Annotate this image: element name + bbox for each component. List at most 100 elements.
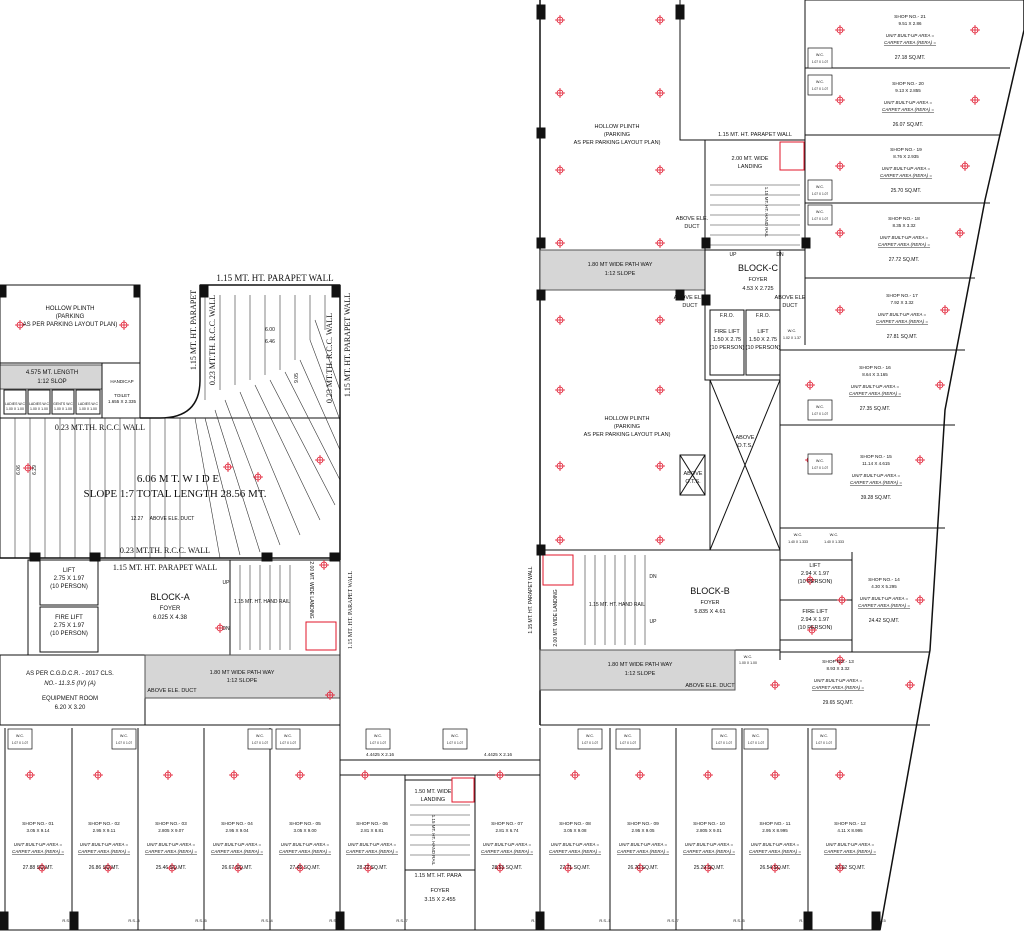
block-c-landing2: LANDING — [738, 164, 762, 170]
bottom-shop-8-size: 3.05 X 9.08 — [563, 828, 587, 833]
bottom-wc-6: W.C.1.07 X 1.07 — [442, 728, 468, 750]
block-b-dn: DN — [649, 574, 657, 580]
shop13-wc: W.C. — [744, 654, 753, 659]
block-b-fire-lift: FIRE LIFT — [802, 609, 828, 615]
right-shop-6-builtup: UNIT BUILT-UP AREA = — [851, 384, 900, 389]
right-shop-4-builtup: UNIT BUILT-UP AREA = — [880, 235, 929, 240]
toilet-label: TOILET — [114, 393, 130, 398]
block-b-lift-size: 2.94 X 1.97 — [801, 571, 829, 577]
handicap-label: HANDICAP — [110, 379, 133, 384]
block-a-hand-rail: 1.15 MT. HT. HAND RAIL — [234, 599, 290, 605]
right-wc-5: W.C.1.07 X 1.07 — [807, 399, 833, 421]
right-shop-1-builtup: UNIT BUILT-UP AREA = — [886, 33, 935, 38]
block-b-foyer-size: 5.835 X 4.61 — [694, 609, 725, 615]
column-marker — [805, 380, 815, 390]
bottom-shop-4-area: 26.67 SQ.MT. — [222, 865, 253, 871]
column-marker — [495, 863, 505, 873]
bottom-wc-1-label: W.C. — [16, 734, 24, 738]
bottom-wc-7-size: 1.07 X 1.07 — [582, 741, 599, 745]
column-marker — [915, 455, 925, 465]
bottom-shop-9-no: SHOP NO.- 09 — [627, 821, 659, 827]
block-a-foyer: FOYER — [160, 606, 181, 612]
bottom-dim-right: 4.4425 X 2.16 — [484, 752, 513, 757]
right-wc-5-size: 1.07 X 1.07 — [812, 412, 829, 416]
bottom-shop-1-size: 3.05 X 9.14 — [26, 828, 50, 833]
toilet-size: 1.655 X 2.335 — [108, 399, 137, 404]
block-c — [536, 0, 930, 726]
right-shop-7-no: SHOP NO.- 15 — [860, 454, 892, 460]
bottom-wc-9: W.C.1.07 X 1.07 — [711, 728, 737, 750]
column-marker — [233, 863, 243, 873]
block-c-path-way: 1.80 MT WIDE PATH WAY — [588, 262, 653, 268]
dim-646: 6.46 — [265, 339, 275, 345]
bottom-shop-5-no: SHOP NO.- 05 — [289, 821, 321, 827]
right-shop-2-builtup: UNIT BUILT-UP AREA = — [884, 100, 933, 105]
bottom-shop-2-builtup: UNIT BUILT-UP AREA = — [80, 842, 129, 847]
right-shop-9-no: SHOP NO.- 13 — [822, 659, 854, 665]
block-c-wc: W.C. — [788, 328, 797, 333]
right-shop-8-carpet: CARPET AREA (RERA) = — [858, 603, 910, 608]
parapet-left-vertical: 1.15 MT. HT. PARAPET — [189, 290, 198, 370]
block-c-above-duct-1: ABOVE ELE. — [676, 216, 709, 222]
block-c-hand-rail: 1.15 MT. HT. HAND RAIL — [764, 187, 769, 238]
column-marker — [555, 315, 565, 325]
block-b-above-duct: ABOVE ELE. DUCT — [685, 683, 735, 689]
bottom-shops-frame — [0, 724, 881, 931]
block-a-dn: DN — [222, 626, 230, 632]
column-marker — [563, 863, 573, 873]
bottom-shop-4-carpet: CARPET AREA (RERA) = — [211, 849, 263, 854]
ramp-above-duct: ABOVE ELE. DUCT — [150, 516, 195, 522]
bottom-shop-9-builtup: UNIT BUILT-UP AREA = — [619, 842, 668, 847]
column-marker — [915, 595, 925, 605]
dim-629: 6.29 — [32, 465, 38, 475]
bottom-shop-3-no: SHOP NO.- 03 — [155, 821, 187, 827]
bottom-shop-5-builtup: UNIT BUILT-UP AREA = — [281, 842, 330, 847]
block-a-lift-cap: (10 PERSON) — [50, 584, 88, 590]
bottom-shop-10-carpet: CARPET AREA (RERA) = — [683, 849, 735, 854]
column-marker — [635, 770, 645, 780]
parapet-right-vertical: 1.15 MT. HT. PARAPET WALL — [343, 293, 352, 397]
column-marker — [770, 680, 780, 690]
bottom-shop-3-rs: R.S.-5 — [195, 918, 207, 923]
column-marker — [495, 770, 505, 780]
bottom-wc-4: W.C.1.07 X 1.07 — [275, 728, 301, 750]
parapet-top-label: 1.15 MT. HT. PARAPET WALL — [216, 273, 333, 283]
wc-label-3: GENTS W.C — [53, 402, 73, 406]
block-a-up: UP — [223, 580, 231, 586]
bottom-shop-1-builtup: UNIT BUILT-UP AREA = — [14, 842, 63, 847]
bottom-shop-10-size: 2.805 X 9.01 — [696, 828, 722, 833]
column-marker — [935, 380, 945, 390]
block-c-fire-lift-cap: (10 PERSON) — [710, 345, 745, 351]
block-c-parapet: 1.15 MT. HT. PARAPET WALL — [718, 132, 792, 138]
block-c-plinth2-3: AS PER PARKING LAYOUT PLAN) — [584, 432, 671, 438]
wc-size-1: 1.00 X 1.00 — [6, 407, 24, 411]
column-marker — [655, 88, 665, 98]
bottom-wc-2-label: W.C. — [120, 734, 128, 738]
bottom-shop-3-builtup: UNIT BUILT-UP AREA = — [147, 842, 196, 847]
right-shop-8-size: 4.30 X 5.295 — [871, 584, 897, 589]
ramp-slope-total: SLOPE 1:7 TOTAL LENGTH 28.56 MT. — [84, 488, 267, 500]
block-c-plinth-3: AS PER PARKING LAYOUT PLAN) — [574, 140, 661, 146]
bottom-wc-8-label: W.C. — [624, 734, 632, 738]
above-ots2-1: ABOVE — [684, 471, 703, 477]
parapet-mid-label: 1.15 MT. HT. PARAPET WALL — [113, 563, 217, 572]
column-marker — [703, 863, 713, 873]
column-marker — [360, 770, 370, 780]
right-wc-3: W.C.1.07 X 1.07 — [807, 179, 833, 201]
right-wc-6: W.C.1.07 X 1.07 — [807, 453, 833, 475]
column-marker — [655, 535, 665, 545]
column-marker — [835, 228, 845, 238]
shop-wc-blocks: W.C.1.07 X 1.07W.C.1.07 X 1.07W.C.1.07 X… — [7, 47, 837, 750]
bottom-shop-9-carpet: CARPET AREA (RERA) = — [617, 849, 669, 854]
block-c-fro2: F.R.O. — [756, 313, 770, 319]
right-shop-1-size: 9.51 X 2.86 — [898, 21, 922, 26]
bottom-wc-11-label: W.C. — [820, 734, 828, 738]
right-shop-3-size: 8.76 X 2.935 — [893, 154, 919, 159]
block-a-path-way: 1.80 MT WIDE PATH WAY — [210, 670, 275, 676]
column-marker — [229, 770, 239, 780]
block-a-name: BLOCK-A — [150, 592, 190, 602]
block-c-plinth-1: HOLLOW PLINTH — [595, 124, 640, 130]
bottom-shop-1-no: SHOP NO.- 01 — [22, 821, 54, 827]
bottom-shop-6-rs: R.S.-7 — [396, 918, 408, 923]
